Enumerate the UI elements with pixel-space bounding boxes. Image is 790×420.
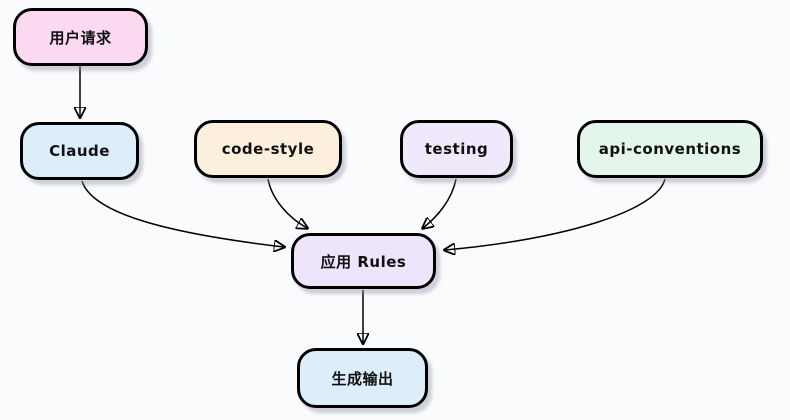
- node-generate-output: 生成输出: [297, 348, 428, 408]
- node-user-request-label: 用户请求: [49, 28, 112, 47]
- edge-api-conventions-to-apply-rules: [445, 178, 666, 250]
- node-claude-label: Claude: [49, 142, 110, 160]
- node-api-conventions: api-conventions: [577, 120, 763, 178]
- node-api-conventions-label: api-conventions: [598, 140, 742, 158]
- node-generate-output-label: 生成输出: [331, 369, 394, 388]
- edge-claude-to-apply-rules: [81, 180, 284, 247]
- node-testing-label: testing: [424, 140, 489, 158]
- edge-testing-to-apply-rules: [423, 178, 457, 228]
- edge-code-style-to-apply-rules: [267, 178, 307, 228]
- node-apply-rules: 应用 Rules: [291, 233, 436, 289]
- node-code-style-label: code-style: [221, 140, 315, 158]
- node-testing: testing: [400, 120, 513, 178]
- node-apply-rules-label: 应用 Rules: [320, 252, 407, 271]
- node-code-style: code-style: [194, 120, 342, 178]
- node-claude: Claude: [20, 122, 139, 180]
- node-user-request: 用户请求: [13, 8, 148, 66]
